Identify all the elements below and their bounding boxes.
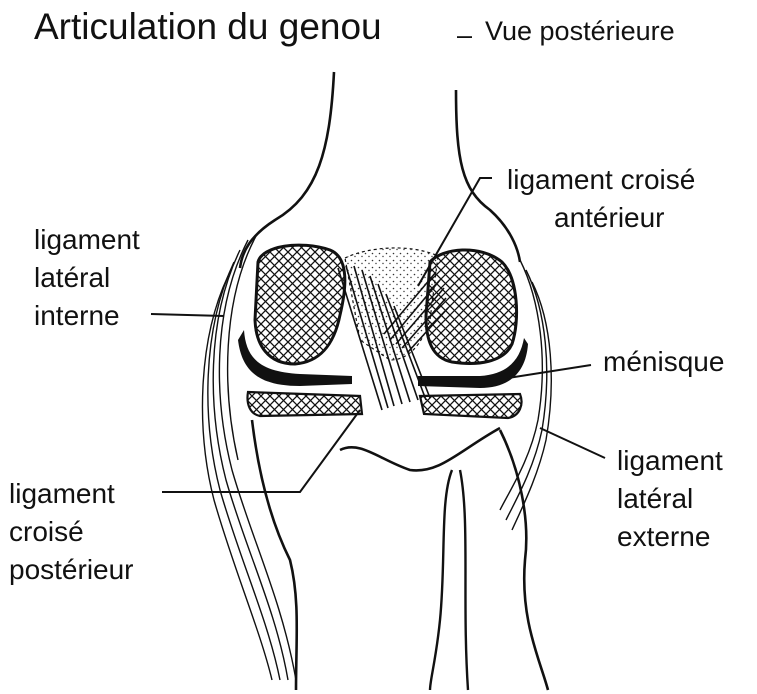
- femur: [240, 72, 520, 268]
- label-line: croisé: [9, 513, 134, 551]
- label-menisque: ménisque: [603, 343, 724, 381]
- label-line: ligament croisé: [507, 161, 695, 199]
- title-separator: –: [457, 20, 472, 51]
- tibia: [252, 420, 548, 690]
- medial-condyle: [255, 245, 345, 364]
- lateral-condyle: [426, 250, 517, 363]
- label-line: interne: [34, 297, 140, 335]
- label-line: ménisque: [603, 343, 724, 381]
- label-line: latéral: [34, 259, 140, 297]
- fibula: [430, 470, 468, 690]
- label-ligament-croise-posterieur: ligament croisé postérieur: [9, 475, 134, 589]
- label-line: latéral: [617, 480, 723, 518]
- label-line: postérieur: [9, 551, 134, 589]
- label-ligament-lateral-interne: ligament latéral interne: [34, 221, 140, 335]
- page-subtitle: Vue postérieure: [485, 16, 675, 47]
- label-line: externe: [617, 518, 723, 556]
- label-line: ligament: [34, 221, 140, 259]
- leader-ligament-lateral-interne: [151, 314, 224, 316]
- label-line: antérieur: [507, 199, 695, 237]
- label-line: ligament: [617, 442, 723, 480]
- leader-ligament-lateral-externe: [540, 428, 605, 458]
- label-ligament-lateral-externe: ligament latéral externe: [617, 442, 723, 556]
- medial-meniscus: [248, 392, 363, 416]
- label-line: ligament: [9, 475, 134, 513]
- label-ligament-croise-anterieur: ligament croisé antérieur: [507, 161, 695, 237]
- page-title: Articulation du genou: [34, 6, 382, 48]
- lateral-meniscus: [420, 394, 522, 418]
